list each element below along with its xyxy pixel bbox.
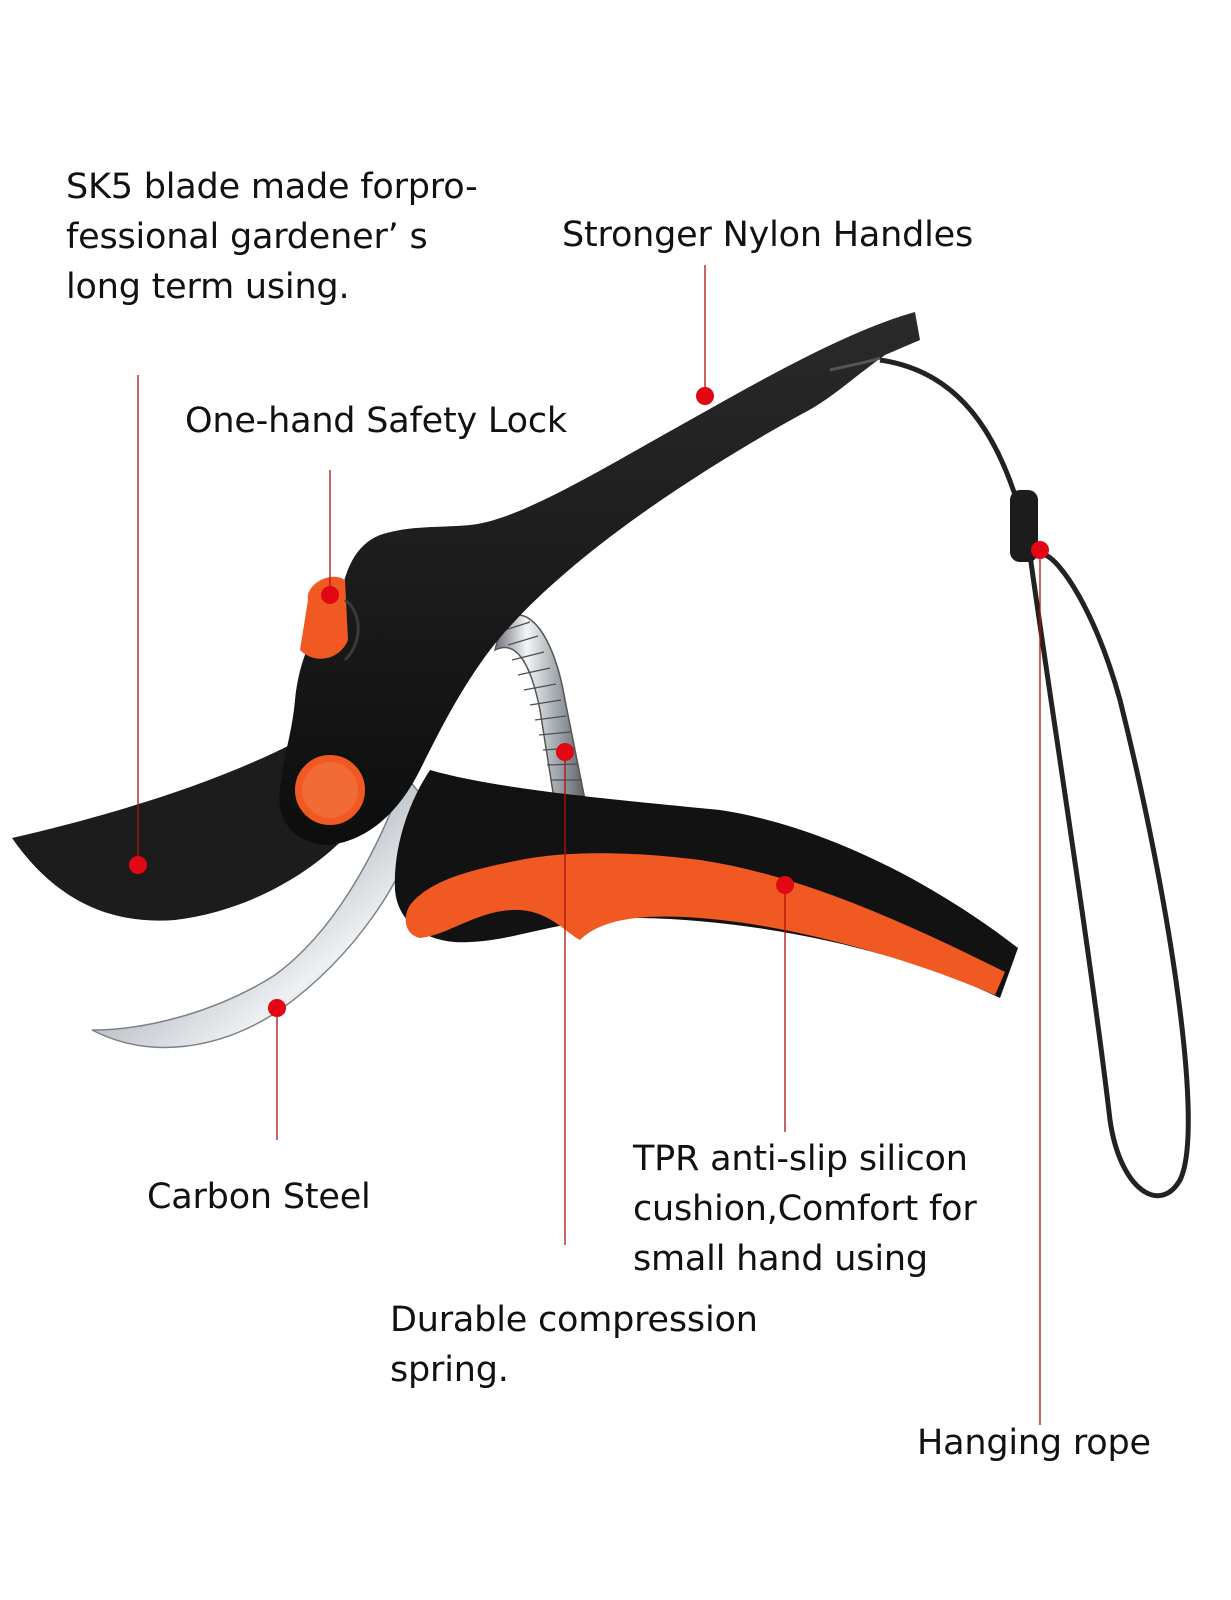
- lower-blade: [91, 773, 426, 1049]
- callout-dot-blade: [129, 856, 147, 874]
- callout-handles-text: Stronger Nylon Handles: [562, 215, 974, 255]
- callout-spring-text: Durable compression spring.: [390, 1300, 758, 1390]
- callout-dot-spring: [556, 743, 574, 761]
- callout-lock-text: One-hand Safety Lock: [185, 401, 567, 441]
- callout-dot-handles: [696, 387, 714, 405]
- upper-handle: [279, 312, 920, 845]
- upper-blade: [12, 745, 360, 921]
- callout-rope-text: Hanging rope: [917, 1423, 1151, 1463]
- callout-tpr-text: TPR anti-slip silicon cushion,Comfort fo…: [633, 1139, 977, 1279]
- callout-dot-carbon: [268, 999, 286, 1017]
- callout-dot-lock: [321, 586, 339, 604]
- callout-dot-tpr: [776, 876, 794, 894]
- callout-carbon-text: Carbon Steel: [147, 1177, 371, 1217]
- tpr-grip: [405, 853, 1005, 995]
- hanging-rope: [879, 357, 1191, 1199]
- callout-dot-rope: [1031, 541, 1049, 559]
- callout-blade-text: SK5 blade made forpro- fessional gardene…: [66, 167, 478, 307]
- compression-spring: [493, 614, 586, 806]
